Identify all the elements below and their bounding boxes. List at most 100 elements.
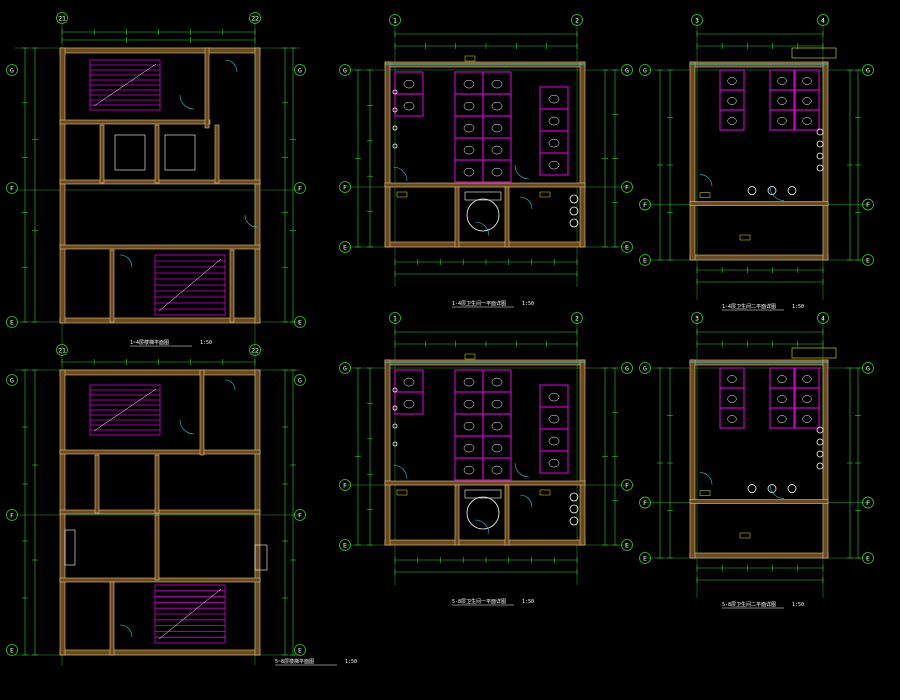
drawing-scale: 1:50 [522,599,534,605]
toilet-fixture [548,94,560,104]
toilet-fixture [802,395,812,403]
toilet-stall [794,109,820,131]
drawing-scale: 1:50 [522,301,534,307]
wall-segment [822,61,829,261]
toilet-fixture [463,167,475,177]
door-swing [514,164,530,180]
grid-bubble [249,344,261,356]
toilet-stall [539,450,569,474]
toilet-fixture [463,443,475,453]
door-frame [254,544,268,571]
grid-bubble-label: E [643,555,647,563]
wall-segment [59,179,261,185]
wall-segment [59,47,66,324]
toilet-fixture [491,79,503,89]
round-fixture [392,423,398,429]
counter [464,191,502,201]
grid-bubble [639,362,651,374]
grid-bubble [621,181,633,193]
grid-bubble-label: G [643,67,647,75]
door-swing [179,94,195,110]
wall-segment [59,577,261,583]
grid-bubble-label: G [625,365,629,373]
toilet-fixture [463,399,475,409]
wall-segment [689,499,829,504]
toilet-fixture [491,421,503,431]
grid-bubble [862,254,874,266]
grid-bubble [339,479,351,491]
door-swing [224,59,238,73]
grid-bubble [294,64,306,76]
toilet-fixture [548,414,560,424]
grid-bubble [691,312,703,324]
toilet-fixture [727,97,737,105]
room-tag [464,55,476,62]
toilet-stall [769,407,795,429]
door-swing [392,166,408,182]
wall-segment [254,47,261,324]
door-frame [64,529,76,566]
toilet-fixture [463,377,475,387]
grid-bubble [862,64,874,76]
wall-segment [384,182,586,188]
grid-bubble [6,509,18,521]
grid-bubble-label: G [298,67,302,75]
grid-bubble [639,552,651,564]
toilet-fixture [802,77,812,85]
door-swing [519,196,533,210]
toilet-fixture [403,377,415,387]
elevator-shaft [164,134,196,171]
round-fixture [816,164,824,172]
door-swing [699,174,713,187]
round-fixture [767,484,777,493]
grid-bubble-label: G [10,377,14,385]
grid-bubble [339,64,351,76]
toilet-fixture [727,415,737,423]
wall-segment [689,552,829,559]
toilet-fixture [727,77,737,85]
toilet-stall [719,407,745,429]
drawing-scale: 1:50 [792,304,804,310]
grid-bubble-label: G [343,67,347,75]
toilet-fixture [491,167,503,177]
grid-bubble [621,362,633,374]
grid-bubble-label: E [10,319,14,327]
drawing-title: 1-4层卫生间一平面详图 [452,300,506,307]
door-swing [119,624,133,638]
round-fixture [787,484,797,493]
wall-segment [454,484,460,546]
round-fixture [569,206,579,216]
grid-bubble-label: E [298,319,302,327]
grid-bubble-label: E [343,542,347,550]
grid-bubble [862,198,874,211]
stair-direction-arrow [93,63,157,107]
grid-bubble [862,552,874,564]
grid-bubble-label: G [343,365,347,373]
grid-bubble-label: E [625,244,629,252]
wall-segment [59,47,261,54]
toilet-fixture [777,117,787,125]
round-fixture [569,504,579,514]
stair-direction-arrow [158,258,222,312]
grid-bubble [571,14,583,26]
grid-bubble [249,12,261,24]
wall-segment [689,61,696,261]
toilet-fixture [548,458,560,468]
toilet-fixture [491,465,503,475]
toilet-fixture [548,436,560,446]
vent-box [791,347,837,359]
grid-bubble [621,539,633,551]
drawing-title: 5~8层楼梯平面图 [275,658,314,665]
door-swing [179,419,195,435]
grid-bubble [817,14,829,26]
grid-bubble [6,316,18,328]
toilet-fixture [491,101,503,111]
grid-bubble-label: E [866,257,870,265]
round-fixture [816,128,824,136]
grid-bubble [56,344,68,356]
wall-segment [689,254,829,261]
toilet-fixture [491,399,503,409]
grid-bubble [294,374,306,386]
